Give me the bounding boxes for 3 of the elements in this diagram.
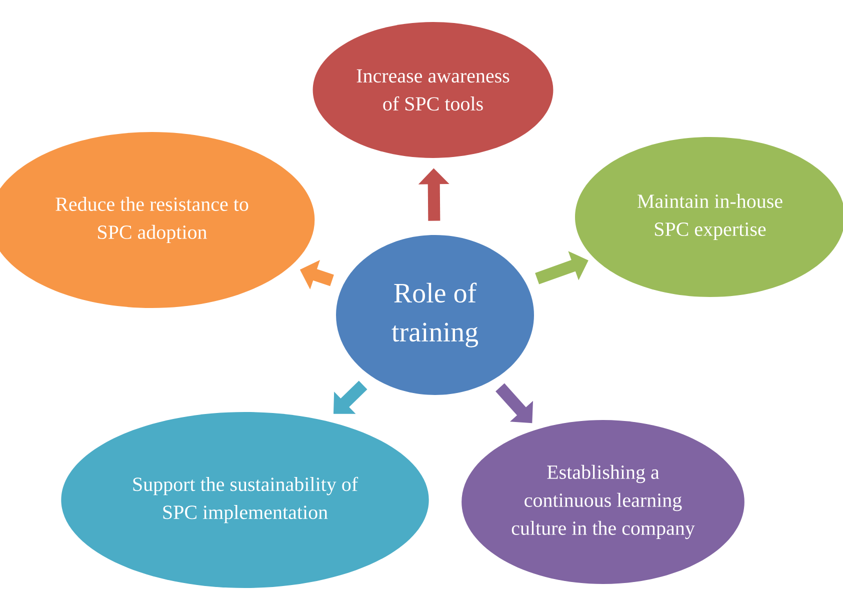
ellipse-node: Establishing a continuous learning culture in the company	[462, 420, 744, 584]
ellipse-node: Increase awareness of SPC tools	[312, 22, 554, 158]
ellipse-node: Support the sustainability of SPC implementation	[61, 412, 429, 588]
